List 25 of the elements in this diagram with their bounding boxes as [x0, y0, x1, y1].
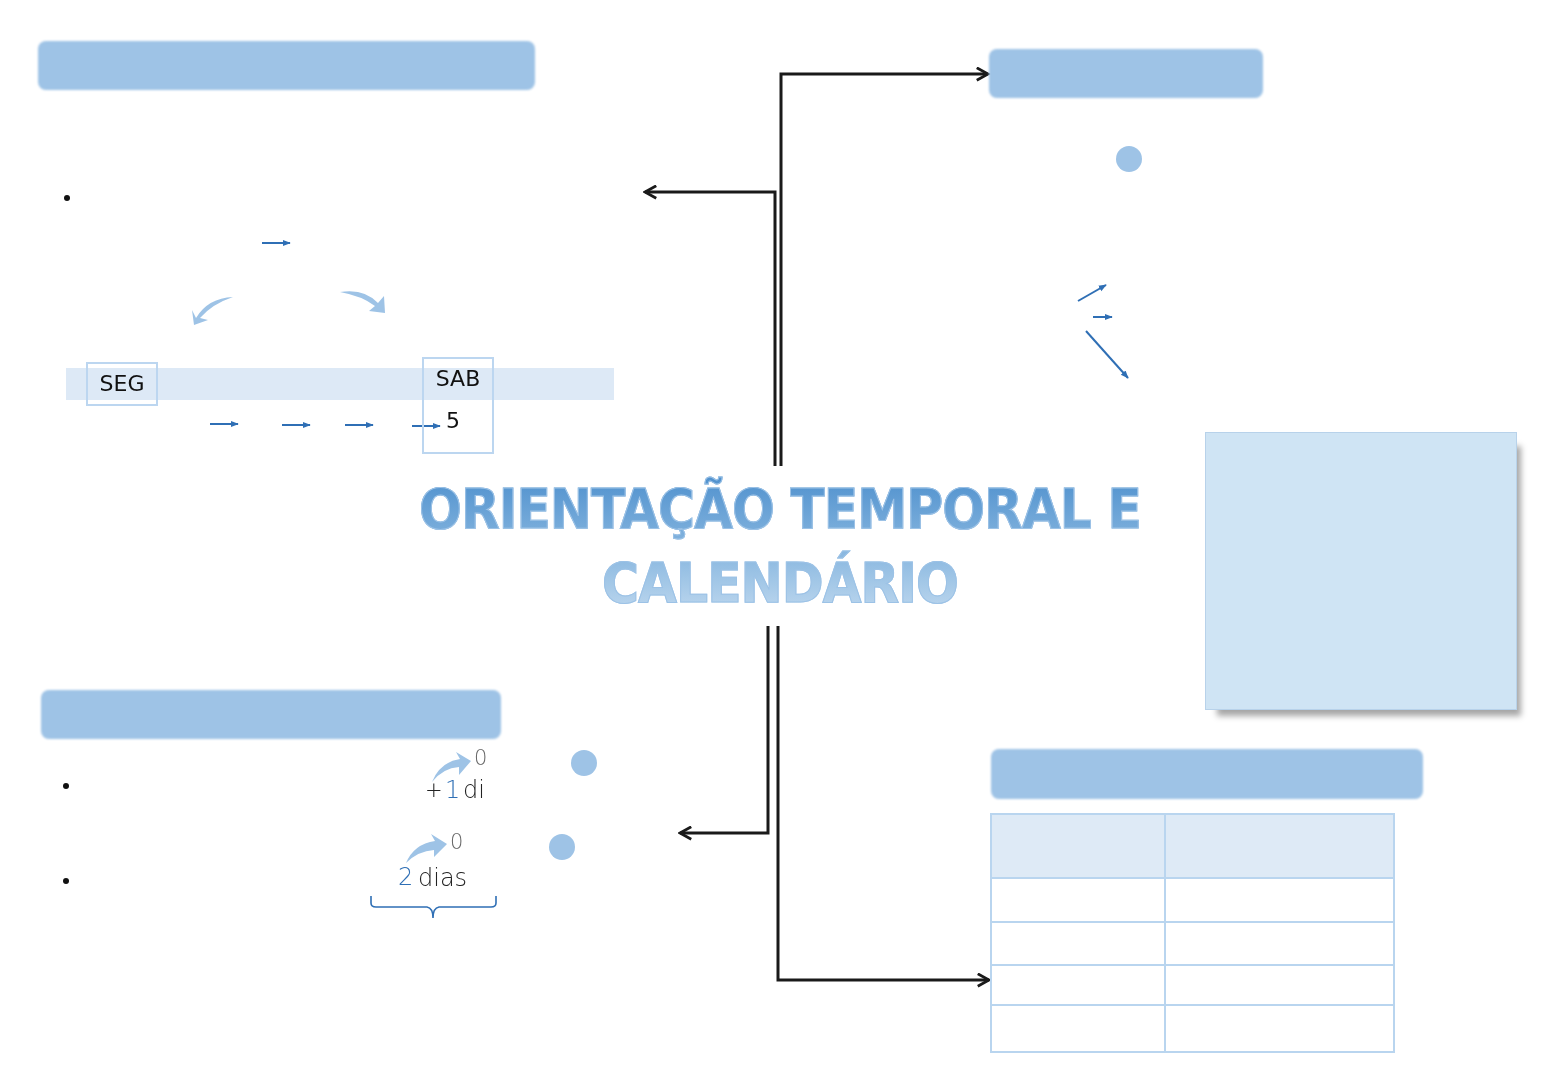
header-bar: [991, 749, 1423, 799]
weekday-box: [86, 362, 158, 406]
sticky-note: [1205, 432, 1517, 710]
annotation-text: dias: [418, 866, 468, 890]
bullet-circle: [1116, 146, 1142, 172]
weekday-box: [422, 357, 494, 454]
connector-arrow: [779, 66, 990, 466]
annotation-text: 0: [450, 832, 464, 853]
annotation-text: 0: [474, 748, 488, 769]
weekday-label: SEG: [99, 370, 145, 398]
connector-arrow: [776, 626, 991, 988]
header-bar: [989, 49, 1263, 98]
annotation-text: +: [425, 780, 443, 801]
connector-arrow: [643, 184, 777, 466]
weekday-label: SAB: [435, 365, 481, 393]
header-bar: [38, 41, 535, 90]
bullet-circle: [571, 750, 597, 776]
day-number: 5: [446, 407, 460, 435]
annotation-text: 1: [445, 778, 461, 802]
annotation-text: di: [463, 778, 485, 802]
annotation-text: 2: [398, 865, 414, 889]
connector-arrow: [678, 626, 770, 841]
header-bar: [41, 690, 501, 739]
bullet-circle: [549, 834, 575, 860]
table-grid: [990, 813, 1395, 1053]
